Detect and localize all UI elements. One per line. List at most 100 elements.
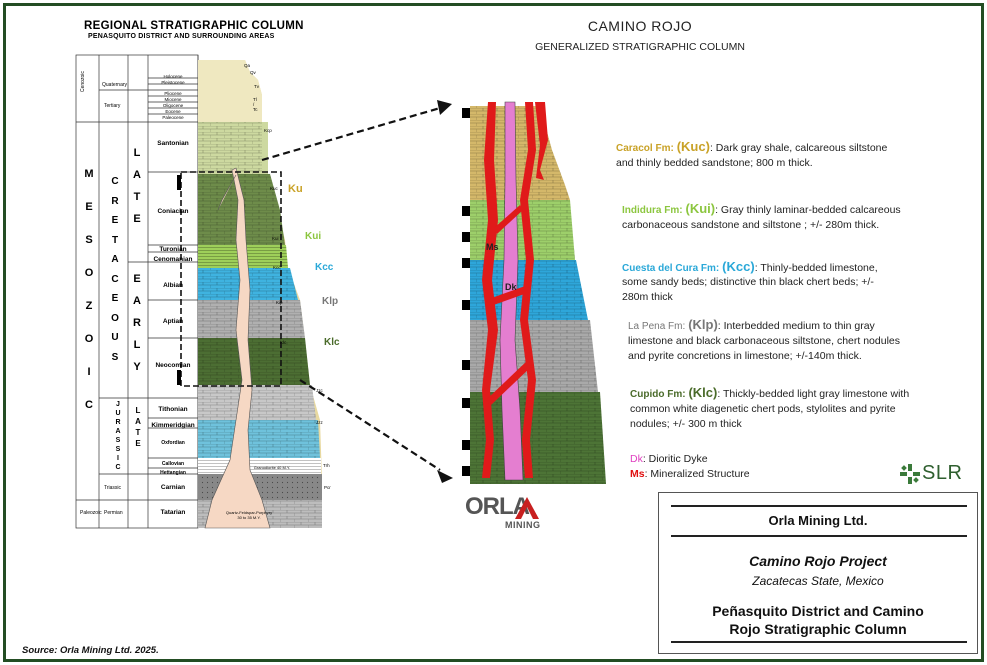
- jurassic-letter-5: S: [115, 446, 121, 453]
- orla-arrow-icon: [515, 497, 539, 519]
- small-code-1: Qv: [250, 70, 256, 75]
- epoch-label-2: Pliocene: [164, 91, 182, 96]
- cretaceous-letter-7: O: [111, 312, 119, 324]
- title-block: Orla Mining Ltd. Camino Rojo Project Zac…: [658, 492, 978, 654]
- legend-kcc-line1: Cuesta del Cura Fm: (Kcc): Thinly-bedded…: [622, 259, 878, 275]
- tertiary-label: Tertiary: [104, 103, 121, 109]
- small-code-12: Trh: [323, 463, 330, 468]
- code-klp: Klp: [322, 296, 339, 307]
- camino-rojo-subtitle: GENERALIZED STRATIGRAPHIC COLUMN: [535, 41, 745, 53]
- small-code-7: Kcc: [273, 265, 281, 270]
- early-letter-0: E: [133, 273, 141, 285]
- cretaceous-letter-4: A: [111, 254, 119, 265]
- legend: Caracol Fm: (Kuc): Dark gray shale, calc…: [616, 140, 946, 500]
- early-letter-4: Y: [133, 361, 141, 373]
- late-jurassic-letter-0: L: [135, 406, 141, 415]
- small-code-6: Kui: [272, 236, 279, 241]
- granodiorite-label: Granodiorite 40 M.Y.: [253, 465, 291, 470]
- epoch-label-3: Miocene: [164, 97, 182, 102]
- epoch-label-1: Pleistocene: [161, 80, 185, 85]
- epoch-label-5: Eocene: [165, 109, 181, 114]
- stage-label-12: Carnian: [160, 484, 186, 491]
- stage-label-2: Turonian: [159, 246, 187, 253]
- cretaceous-letter-5: C: [111, 273, 119, 285]
- jurassic-letter-2: R: [115, 419, 121, 426]
- stage-label-9: Oxfordian: [161, 440, 185, 446]
- late-letter-2: T: [133, 191, 141, 203]
- company-name: Orla Mining Ltd.: [768, 513, 868, 528]
- mesozoic-letter-3: O: [84, 267, 94, 279]
- orla-logo: ORLA MINING: [465, 493, 555, 535]
- cenozoic-label: Cenozoic: [80, 71, 86, 92]
- late-letter-1: A: [133, 169, 141, 181]
- stage-label-8: Kimmeridgian: [151, 422, 195, 429]
- epoch-label-4: Oligocene: [162, 103, 184, 108]
- small-code-2: Tv: [254, 84, 259, 89]
- late-jurassic-letter-1: A: [135, 417, 141, 426]
- figure-title-line2: Rojo Stratigraphic Column: [729, 621, 907, 637]
- legend-kcc-line2: some sandy beds; distinctive thin black …: [622, 276, 874, 288]
- code-kui: Kui: [305, 231, 322, 242]
- mesozoic-letter-2: S: [85, 234, 93, 246]
- stage-label-10: Callovian: [161, 461, 185, 467]
- jurassic-letter-7: C: [115, 464, 121, 471]
- jurassic-letter-6: I: [117, 455, 119, 462]
- title-rule-mid: [671, 535, 967, 537]
- legend-klc-line2: common white diagenetic chert pods, styl…: [630, 403, 896, 415]
- legend-kui-line2: carbonaceous sandstone and siltstone ; +…: [622, 219, 880, 231]
- stage-label-4: Albian: [163, 282, 183, 289]
- mesozoic-letter-4: Z: [85, 300, 93, 312]
- mesozoic-letter-7: C: [85, 399, 93, 411]
- regional-column-title: REGIONAL STRATIGRAPHIC COLUMN: [84, 20, 304, 32]
- legend-klc-line3: nodules; +/- 300 m thick: [630, 418, 742, 430]
- legend-klp-line1: La Pena Fm: (Klp): Interbedded medium to…: [628, 317, 875, 333]
- cretaceous-letter-6: E: [111, 293, 119, 304]
- jurassic-letter-1: U: [115, 410, 121, 417]
- stage-label-5: Aptian: [162, 318, 184, 325]
- stage-label-3: Cenomanian: [153, 256, 193, 263]
- slr-mark-icon: [900, 464, 920, 484]
- legend-dk: Dk: Dioritic Dyke: [630, 453, 708, 465]
- cretaceous-letter-8: U: [111, 332, 119, 343]
- epoch-label-6: Paleocene: [162, 115, 184, 120]
- late-letter-0: L: [133, 147, 141, 159]
- late-letter-3: E: [133, 213, 141, 225]
- legend-kuc-line1: Caracol Fm: (Kuc): Dark gray shale, calc…: [616, 139, 888, 155]
- stage-label-13: Tatarian: [160, 509, 186, 516]
- early-letter-2: R: [133, 317, 141, 329]
- epoch-label-0: Holocene: [163, 74, 183, 79]
- stage-label-0: Santonian: [157, 140, 189, 147]
- legend-kcc-line3: 280m thick: [622, 291, 673, 303]
- code-kcc: Kcc: [315, 262, 334, 273]
- stage-label-1: Coniacian: [157, 208, 189, 215]
- legend-klc-line1: Cupido Fm: (Klc): Thickly-bedded light g…: [630, 385, 910, 401]
- late-jurassic-letter-3: E: [135, 439, 141, 448]
- small-code-9: Klc: [280, 340, 287, 345]
- permian-label: Permian: [104, 510, 123, 516]
- legend-klp-line2: limestone and black carbonaceous siltsto…: [628, 335, 900, 347]
- mesozoic-letter-6: I: [87, 366, 91, 378]
- legend-ms: Ms: Mineralized Structure: [630, 468, 750, 480]
- quaternary-label: Quaternary: [102, 82, 128, 88]
- triassic-label: Triassic: [104, 485, 122, 491]
- title-rule-top: [671, 505, 967, 507]
- small-code-4: Kcp: [264, 128, 272, 133]
- small-code-13: Pcr: [324, 485, 331, 490]
- cretaceous-letter-9: S: [111, 351, 119, 363]
- small-code-10: Jzc: [316, 388, 323, 393]
- slr-text: SLR: [922, 462, 963, 484]
- late-jurassic-letter-2: T: [135, 428, 141, 437]
- source-note: Source: Orla Mining Ltd. 2025.: [22, 645, 159, 656]
- small-code-3: Tl / Tc: [253, 97, 258, 112]
- small-code-11: Jzz: [316, 420, 323, 425]
- early-letter-1: A: [133, 295, 141, 307]
- porphyry-label: Quartz-Feldspar-Porphyry 30 to 35 M.Y.: [225, 510, 273, 520]
- jurassic-letter-4: S: [115, 437, 121, 444]
- small-code-5: Kuc: [270, 186, 278, 191]
- figure-title-line1: Peñasquito District and Camino: [712, 603, 924, 619]
